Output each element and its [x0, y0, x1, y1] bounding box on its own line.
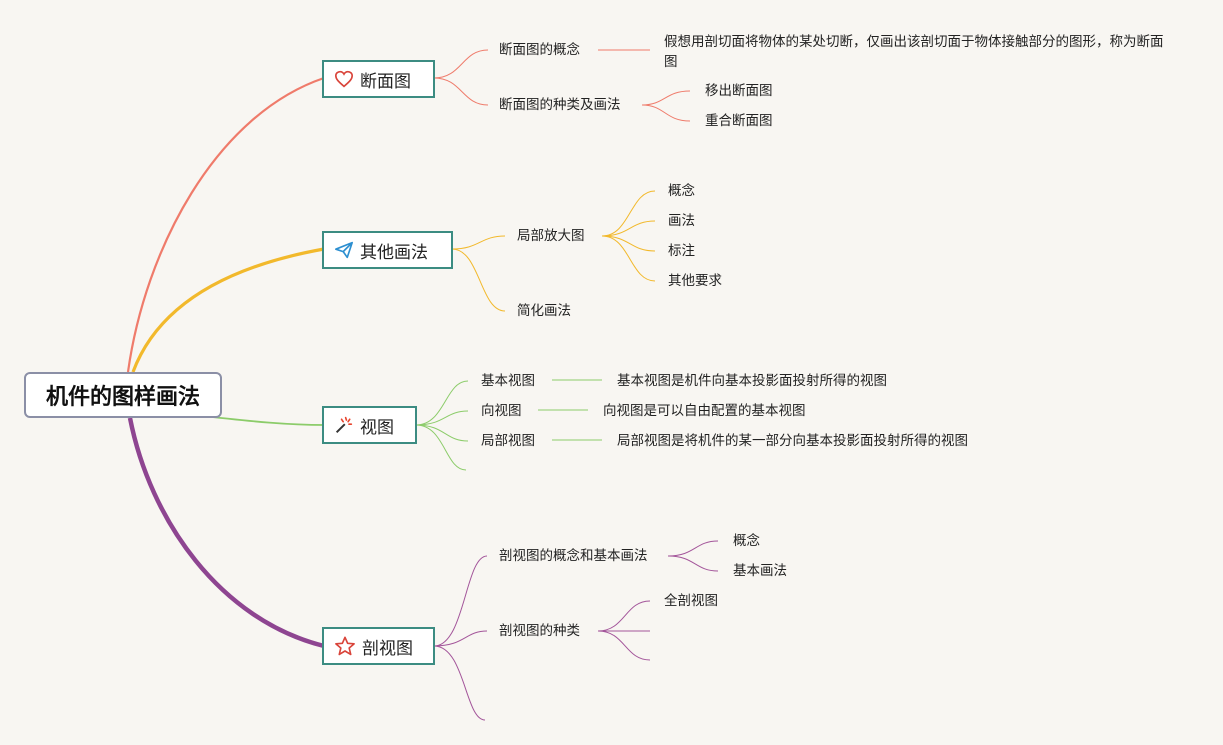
- topic-jiben-shitu[interactable]: 基本视图: [481, 373, 535, 389]
- topic-jiben-shitu-detail[interactable]: 基本视图是机件向基本投影面投射所得的视图: [617, 373, 887, 389]
- star-icon: [335, 636, 355, 656]
- root-node[interactable]: 机件的图样画法: [24, 372, 222, 418]
- topic-xiang-shitu-detail[interactable]: 向视图是可以自由配置的基本视图: [603, 403, 806, 419]
- topic-poushitu-gainian[interactable]: 概念: [733, 533, 760, 549]
- topic-enlarge-concept[interactable]: 概念: [668, 183, 695, 199]
- branch-node-shitu[interactable]: 视图: [322, 406, 417, 444]
- topic-enlarge-method[interactable]: 画法: [668, 213, 695, 229]
- topic-duanmiantu-types[interactable]: 断面图的种类及画法: [499, 97, 621, 113]
- branch-node-poushitu[interactable]: 剖视图: [322, 627, 435, 665]
- topic-xiang-shitu[interactable]: 向视图: [481, 403, 522, 419]
- topic-poushitu-concept[interactable]: 剖视图的概念和基本画法: [499, 548, 648, 564]
- heart-icon: [334, 70, 354, 88]
- topic-jianhua-huafa[interactable]: 简化画法: [517, 303, 571, 319]
- topic-jubu-fangdatu[interactable]: 局部放大图: [517, 228, 585, 244]
- topic-jubu-shitu-detail[interactable]: 局部视图是将机件的某一部分向基本投影面投射所得的视图: [617, 433, 968, 449]
- topic-enlarge-other[interactable]: 其他要求: [668, 273, 722, 289]
- branch-label: 剖视图: [362, 638, 413, 659]
- topic-duanmiantu-concept-detail[interactable]: 假想用剖切面将物体的某处切断，仅画出该剖切面于物体接触部分的图形，称为断面图: [664, 34, 1164, 70]
- topic-poushitu-jiben-huafa[interactable]: 基本画法: [733, 563, 787, 579]
- topic-yichu-duanmiantu[interactable]: 移出断面图: [705, 83, 773, 99]
- paper-plane-icon: [335, 241, 353, 259]
- topic-poushitu-types[interactable]: 剖视图的种类: [499, 623, 580, 639]
- topic-jubu-shitu[interactable]: 局部视图: [481, 433, 535, 449]
- branch-label: 断面图: [360, 71, 411, 92]
- branch-label: 视图: [360, 417, 394, 438]
- branch-label: 其他画法: [360, 242, 428, 263]
- root-label: 机件的图样画法: [45, 385, 200, 410]
- topic-chonghe-duanmiantu[interactable]: 重合断面图: [705, 113, 773, 129]
- branch-node-duanmiantu[interactable]: 断面图: [322, 60, 435, 98]
- topic-enlarge-annotation[interactable]: 标注: [668, 243, 695, 259]
- topic-duanmiantu-concept[interactable]: 断面图的概念: [499, 42, 580, 58]
- branch-node-qitahuafa[interactable]: 其他画法: [322, 231, 453, 269]
- topic-quan-poushitu[interactable]: 全剖视图: [664, 593, 718, 609]
- magic-wand-icon: [335, 416, 353, 434]
